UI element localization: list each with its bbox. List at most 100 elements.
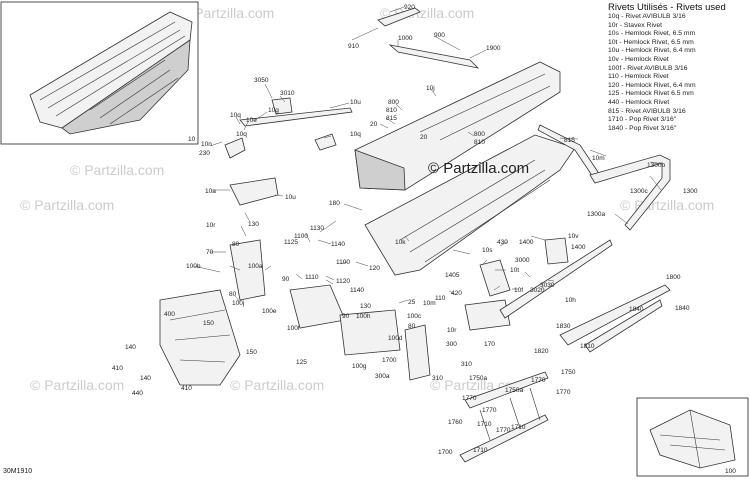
callout[interactable]: 1700 — [382, 357, 397, 364]
callout[interactable]: 10v — [568, 233, 579, 240]
callout[interactable]: 1830 — [556, 323, 571, 330]
callout[interactable]: 10m — [592, 155, 605, 162]
callout[interactable]: 1300b — [647, 162, 665, 169]
callout[interactable]: 180 — [329, 200, 340, 207]
callout[interactable]: 1130 — [310, 225, 324, 232]
callout[interactable]: 130 — [360, 303, 371, 310]
callout[interactable]: 1840 — [675, 305, 690, 312]
callout[interactable]: 1120 — [336, 278, 350, 285]
callout[interactable]: 1770 — [462, 395, 477, 402]
callout[interactable]: 1900 — [486, 45, 501, 52]
callout[interactable]: 10k — [395, 239, 406, 246]
callout[interactable]: 10t — [510, 267, 519, 274]
callout[interactable]: 1300a — [587, 211, 605, 218]
callout[interactable]: 1110 — [305, 274, 319, 281]
callout[interactable]: 150 — [203, 320, 214, 327]
callout[interactable]: 230 — [199, 150, 210, 157]
callout[interactable]: 100g — [352, 363, 367, 370]
callout[interactable]: 420 — [451, 290, 462, 297]
callout[interactable]: 410 — [112, 365, 123, 372]
callout[interactable]: 310 — [461, 361, 472, 368]
callout[interactable]: 410 — [181, 385, 192, 392]
callout[interactable]: 1800 — [666, 274, 681, 281]
callout[interactable]: 20 — [370, 121, 378, 128]
callout[interactable]: 125 — [296, 359, 307, 366]
callout[interactable]: 1770 — [556, 389, 571, 396]
callout[interactable]: 1750a — [505, 387, 523, 394]
callout[interactable]: 25 — [408, 299, 416, 306]
callout[interactable]: 20 — [420, 134, 428, 141]
callout[interactable]: 1400 — [571, 244, 586, 251]
callout[interactable]: 3020 — [530, 287, 545, 294]
callout[interactable]: 70 — [206, 249, 214, 256]
callout[interactable]: 3050 — [254, 77, 269, 84]
callout[interactable]: 100e — [262, 308, 277, 315]
callout[interactable]: 1840 — [629, 306, 644, 313]
callout[interactable]: 10m — [423, 300, 436, 307]
callout[interactable]: 140 — [125, 344, 136, 351]
callout[interactable]: 80 — [229, 291, 237, 298]
callout[interactable]: 1710 — [511, 424, 526, 431]
callout[interactable]: 100c — [407, 313, 422, 320]
callout[interactable]: 10u — [285, 194, 296, 201]
callout[interactable]: 800 — [388, 99, 399, 106]
callout[interactable]: 140 — [140, 375, 151, 382]
callout[interactable]: 440 — [132, 390, 143, 397]
callout[interactable]: 10r — [206, 222, 216, 229]
callout[interactable]: 170 — [484, 341, 495, 348]
callout[interactable]: 1710 — [477, 421, 492, 428]
callout[interactable]: 1140 — [331, 241, 345, 248]
callout[interactable]: 3010 — [280, 90, 295, 97]
callout[interactable]: 10 — [188, 136, 196, 143]
callout[interactable]: 800 — [474, 131, 485, 138]
callout[interactable]: 90 — [282, 276, 290, 283]
callout[interactable]: 100j — [232, 300, 244, 307]
callout[interactable]: 10f — [514, 287, 523, 294]
callout[interactable]: 1710 — [473, 447, 488, 454]
callout[interactable]: 1100 — [294, 233, 308, 240]
callout[interactable]: 10r — [447, 327, 457, 334]
callout[interactable]: 10q — [230, 112, 241, 119]
callout[interactable]: 310 — [432, 375, 443, 382]
callout[interactable]: 80 — [232, 241, 240, 248]
callout[interactable]: 150 — [246, 349, 257, 356]
callout[interactable]: 100f — [287, 325, 300, 332]
callout[interactable]: 1810 — [580, 343, 595, 350]
callout[interactable]: 1000 — [398, 35, 413, 42]
callout[interactable]: 10q — [236, 131, 247, 138]
callout[interactable]: 1820 — [534, 348, 549, 355]
callout[interactable]: 10g — [268, 107, 279, 114]
callout[interactable]: 300 — [446, 341, 457, 348]
callout[interactable]: 1700 — [438, 449, 453, 456]
callout[interactable]: 3030 — [540, 282, 555, 289]
callout[interactable]: 1300c — [630, 188, 648, 195]
callout[interactable]: 10j — [426, 85, 435, 92]
callout[interactable]: 1300 — [683, 188, 698, 195]
callout[interactable]: 810 — [386, 107, 397, 114]
callout[interactable]: 100 — [725, 468, 736, 475]
callout[interactable]: 400 — [164, 311, 175, 318]
callout[interactable]: 300a — [375, 373, 390, 380]
callout[interactable]: 100d — [388, 335, 403, 342]
callout[interactable]: 100a — [248, 263, 263, 270]
callout[interactable]: 100h — [356, 313, 371, 320]
callout[interactable]: 1140 — [350, 287, 364, 294]
callout[interactable]: 10e — [246, 117, 257, 124]
callout[interactable]: 10a — [205, 188, 216, 195]
callout[interactable]: 920 — [404, 4, 415, 11]
callout[interactable]: 10q — [350, 131, 361, 138]
callout[interactable]: 910 — [348, 43, 359, 50]
callout[interactable]: 110 — [435, 295, 446, 302]
callout[interactable]: 1400 — [519, 239, 534, 246]
callout[interactable]: 10s — [482, 247, 493, 254]
callout[interactable]: 1770 — [531, 377, 546, 384]
callout[interactable]: 815 — [564, 137, 575, 144]
callout[interactable]: 1405 — [445, 272, 460, 279]
callout[interactable]: 1750a — [469, 375, 487, 382]
callout[interactable]: 120 — [369, 265, 380, 272]
callout[interactable]: 1125 — [284, 239, 298, 246]
callout[interactable]: 80 — [408, 323, 416, 330]
callout[interactable]: 815 — [386, 115, 397, 122]
callout[interactable]: 130 — [248, 221, 259, 228]
callout[interactable]: 1770 — [482, 407, 497, 414]
